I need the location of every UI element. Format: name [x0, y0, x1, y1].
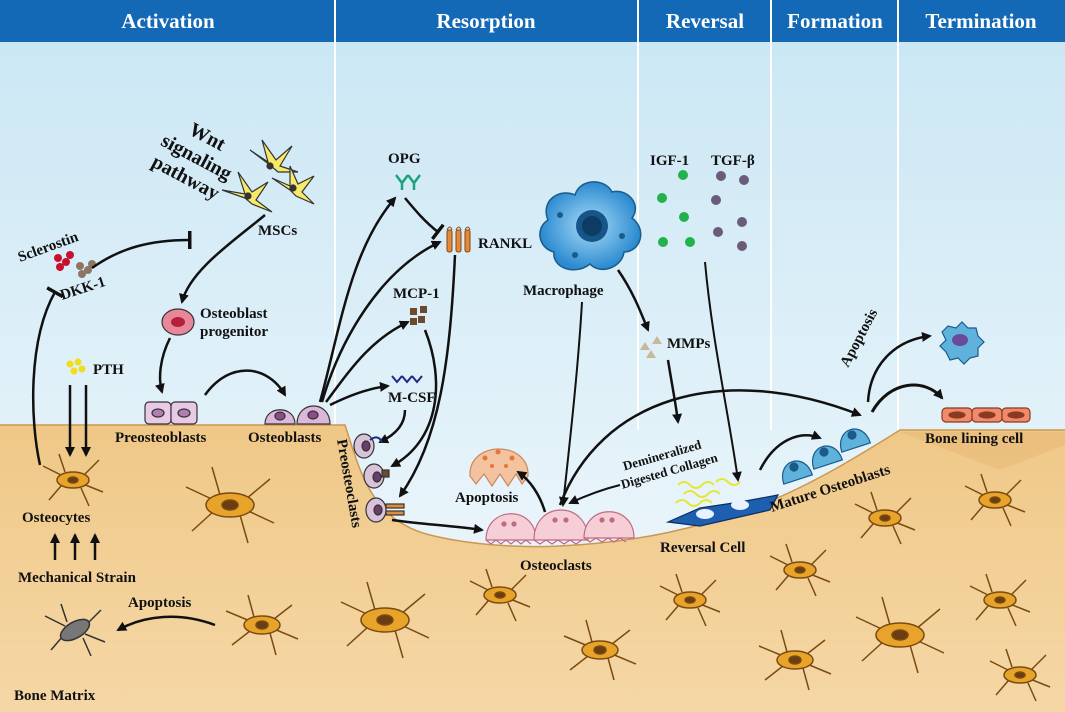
arrow-mcsf-preosteoclast [378, 409, 407, 444]
phase-termination: Termination [925, 9, 1037, 33]
osteoclast-icon [485, 509, 635, 545]
collagen-fibers-icon [675, 478, 741, 507]
reversal-cell-label: Reversal Cell [660, 540, 745, 556]
arrow-osteoblast-rankl [320, 240, 442, 403]
arrow-osteoblast-lining-cell [870, 383, 944, 413]
osteoclasts-label: Osteoclasts [520, 558, 592, 574]
mmps-label: MMPs [667, 336, 710, 352]
arrow-macrophage-osteoclast [558, 301, 583, 507]
macrophage-icon [539, 181, 642, 271]
arrow-macrophage-mmps [616, 269, 650, 332]
osteoblast-progenitor-icon [161, 308, 195, 336]
arrow-mcp1-preosteoclast [390, 329, 438, 468]
arrow-osteoblast-opg [318, 196, 397, 403]
apoptotic-osteoblast-icon [939, 321, 985, 365]
apoptosis-left-label: Apoptosis [128, 595, 192, 611]
arrow-preosteoclast-osteoclast [391, 518, 484, 534]
arrow-apoptosis-osteocyte [116, 615, 216, 632]
mmps-icon [640, 336, 662, 358]
rankl-label: RANKL [478, 236, 532, 252]
opg-label: OPG [388, 151, 421, 167]
progenitor-label-1: Osteoblast [200, 306, 268, 322]
inhibition-opg-rankl [404, 197, 445, 241]
arrow-reversal-mature-osteoblast [758, 430, 822, 471]
rankl-icon [446, 226, 471, 253]
arrow-reversal-osteoclast [568, 484, 621, 505]
arrow-osteoblast-mcp1 [324, 320, 410, 403]
apoptotic-osteocyte-icon [44, 603, 106, 657]
phase-header-bar [0, 0, 1065, 42]
bone-lining-cell-icon [941, 407, 1031, 423]
mcsf-label: M-CSF [388, 390, 436, 406]
arrow-osteoblast-mcsf [329, 381, 390, 407]
progenitor-label-2: progenitor [200, 324, 268, 340]
opg-icon [395, 174, 421, 190]
preosteoblasts-label: Preosteoblasts [115, 430, 207, 446]
msc-icon [221, 139, 315, 213]
bone-lining-cell-label: Bone lining cell [925, 431, 1023, 447]
osteocyte-icon [42, 453, 1051, 702]
arrow-mmps-collagen [666, 359, 683, 424]
inhibition-dkk1-wnt [91, 230, 192, 270]
pth-label: PTH [93, 362, 124, 378]
bone-matrix-region [0, 425, 1065, 712]
arrow-osteoblast-apoptosis [866, 331, 932, 403]
phase-resorption: Resorption [436, 9, 535, 33]
phase-dividers [334, 0, 899, 430]
osteocytes-label: Osteocytes [22, 510, 90, 526]
mcp1-label: MCP-1 [393, 286, 440, 302]
preosteoclast-icon [353, 433, 405, 523]
phase-formation: Formation [787, 9, 883, 33]
phase-activation: Activation [121, 9, 215, 33]
arrow-preosteoblast-osteoblast [203, 369, 287, 397]
igf1-label: IGF-1 [650, 153, 689, 169]
sclerostin-dots-icon [54, 251, 96, 278]
arrow-growth-factor-reversal [704, 261, 742, 482]
preosteoblast-icon [144, 401, 198, 425]
arrow-osteoclast-apoptosis [516, 470, 547, 513]
apoptotic-osteoclast-icon [469, 448, 529, 488]
mscs-label: MSCs [258, 223, 297, 239]
mechanical-strain-arrows [50, 533, 100, 560]
mechanical-strain-label: Mechanical Strain [18, 570, 137, 586]
osteoblast-icon [264, 405, 331, 425]
pth-dots-icon [66, 358, 86, 375]
mature-osteoblast-icon [781, 428, 872, 485]
arrow-rankl-preosteoclast [398, 254, 457, 498]
growth-factor-dot-icon [657, 170, 749, 251]
apoptosis-mid-label: Apoptosis [455, 490, 519, 506]
arrow-msc-progenitor [179, 214, 266, 304]
reversal-cell-icon [665, 494, 780, 527]
mcsf-icon [391, 375, 423, 384]
macrophage-label: Macrophage [523, 283, 604, 299]
arrow-osteoclast-mature-osteoblast [558, 389, 862, 506]
tgfb-label: TGF-β [711, 153, 755, 169]
mcp1-icon [410, 306, 427, 325]
arrow-progenitor-preosteoblast [154, 337, 172, 394]
phase-reversal: Reversal [666, 9, 744, 33]
termination-bone-surface [900, 432, 1065, 470]
bone-matrix-label: Bone Matrix [14, 688, 96, 704]
osteoblasts-label: Osteoblasts [248, 430, 322, 446]
inhibition-osteocyte-dkk1 [31, 286, 64, 466]
